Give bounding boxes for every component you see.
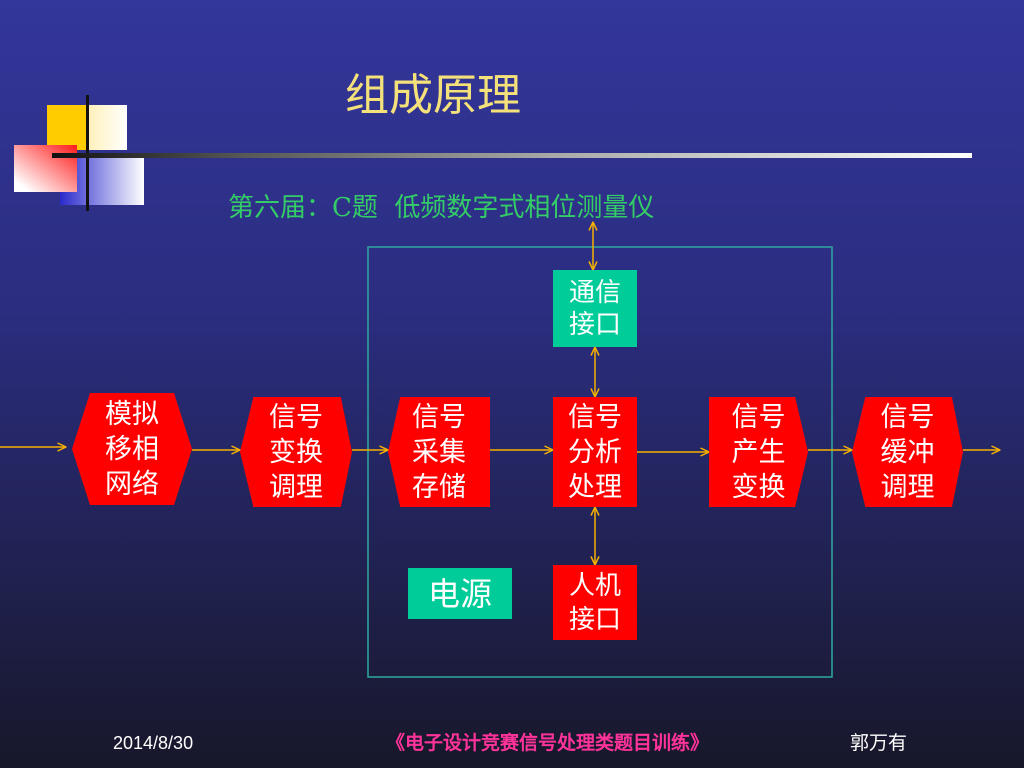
block-signal-buffer-conditioning: 信号 缓冲 调理 (852, 397, 963, 507)
block-label-line-3: 存储 (412, 471, 466, 503)
block-label-line-1: 信号 (880, 401, 935, 433)
block-label-line-1: 信号 (269, 401, 323, 433)
block-phase-shift-network: 模拟 移相 网络 (72, 393, 192, 505)
block-label-line-1: 信号 (731, 401, 786, 433)
deco-square-pink (14, 145, 77, 192)
title-underline (52, 153, 972, 158)
block-label-line-2: 接口 (568, 309, 621, 340)
slide-title: 组成原理 (345, 70, 521, 121)
deco-square-cream (87, 105, 127, 150)
deco-square-yellow (47, 105, 87, 150)
block-label-line-2: 移相 (105, 433, 159, 465)
footer-course-title: 《电子设计竞赛信号处理类题目训练》 (386, 732, 710, 754)
block-label-line-2: 变换 (269, 436, 323, 468)
block-signal-generation-conversion: 信号 产生 变换 (709, 397, 808, 507)
block-label-line-3: 处理 (568, 471, 622, 503)
block-label-line-2: 产生 (731, 436, 786, 468)
block-label-line-3: 调理 (269, 471, 323, 503)
block-label-line-1: 通信 (568, 277, 621, 308)
block-human-machine-interface: 人机 接口 (553, 565, 637, 640)
block-label-line-1: 人机 (568, 570, 621, 601)
footer-date: 2014/8/30 (113, 733, 194, 753)
block-label-line-3: 调理 (880, 471, 935, 503)
block-label-line-1: 信号 (568, 401, 622, 433)
block-signal-transform-conditioning: 信号 变换 调理 (240, 397, 352, 507)
block-label-line-2: 分析 (568, 436, 622, 468)
block-communication-interface: 通信 接口 (553, 270, 637, 347)
block-label-line-1: 电源 (427, 574, 492, 613)
block-label-line-1: 信号 (412, 401, 466, 433)
footer-author: 郭万有 (850, 732, 908, 754)
block-power-supply: 电源 (408, 568, 512, 619)
block-signal-analysis-processing: 信号 分析 处理 (553, 397, 637, 507)
block-label-line-2: 缓冲 (880, 436, 935, 468)
block-label-line-2: 接口 (568, 604, 621, 635)
block-label-line-3: 变换 (731, 471, 786, 503)
slide-subtitle: 第六届：C题 低频数字式相位测量仪 (228, 193, 655, 223)
system-boundary-frame (367, 246, 833, 678)
block-label-line-2: 采集 (412, 436, 466, 468)
block-label-line-3: 网络 (105, 468, 159, 500)
block-signal-acquisition-storage: 信号 采集 存储 (388, 397, 490, 507)
block-label-line-1: 模拟 (105, 398, 159, 430)
